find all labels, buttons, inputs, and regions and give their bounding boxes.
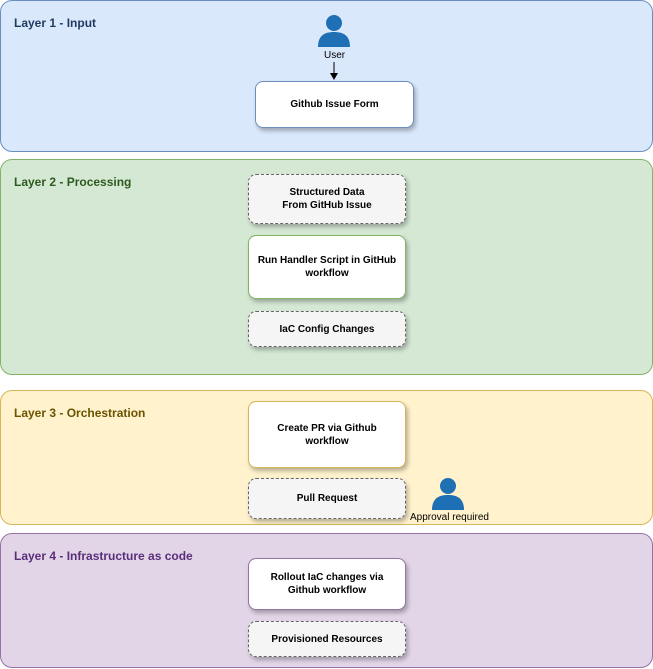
handler-script-node[interactable]: Run Handler Script in GitHub workflow xyxy=(248,235,406,299)
approval-required-label: Approval required xyxy=(410,512,489,523)
approver-icon xyxy=(430,477,466,511)
user-label: User xyxy=(324,50,346,61)
layer-title: Layer 4 - Infrastructure as code xyxy=(14,549,193,563)
user-icon xyxy=(316,14,352,48)
pull-request-node[interactable]: Pull Request xyxy=(248,478,406,519)
layer-title: Layer 3 - Orchestration xyxy=(14,406,146,420)
structured-data-node[interactable]: Structured Data From GitHub Issue xyxy=(248,174,406,224)
provisioned-resources-node[interactable]: Provisioned Resources xyxy=(248,621,406,657)
create-pr-node[interactable]: Create PR via Github workflow xyxy=(248,401,406,468)
rollout-iac-node[interactable]: Rollout IaC changes via Github workflow xyxy=(248,558,406,610)
layer-title: Layer 1 - Input xyxy=(14,16,97,30)
github-issue-form-node[interactable]: Github Issue Form xyxy=(255,81,414,128)
iac-config-changes-node[interactable]: IaC Config Changes xyxy=(248,311,406,347)
layer-title: Layer 2 - Processing xyxy=(14,175,132,189)
